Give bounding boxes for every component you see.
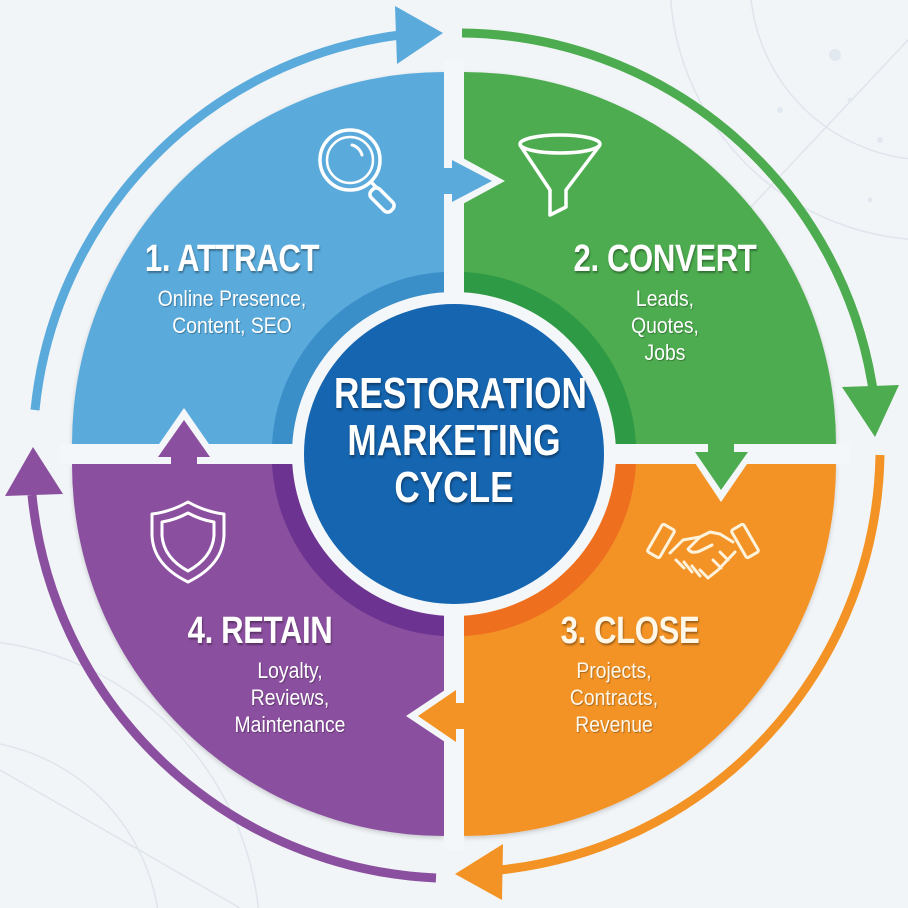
handshake-icon: [646, 522, 760, 580]
stage-title: 1. ATTRACT: [144, 238, 320, 280]
arrow-retain-to-attract: [148, 408, 220, 478]
stage-details: Loyalty, Reviews, Maintenance: [234, 658, 346, 737]
stage-details: Online Presence, Content, SEO: [157, 286, 307, 338]
stage-convert: 2. CONVERT Leads, Quotes, Jobs: [535, 238, 795, 366]
stage-title: 4. RETAIN: [187, 610, 333, 652]
stage-title: 3. CLOSE: [560, 610, 700, 652]
shield-icon: [150, 500, 226, 584]
stage-close: 3. CLOSE Projects, Contracts, Revenue: [510, 610, 750, 738]
stage-retain: 4. RETAIN Loyalty, Reviews, Maintenance: [140, 610, 380, 738]
center-title: RESTORATION MARKETING CYCLE: [334, 369, 587, 512]
center-circle: [304, 304, 604, 604]
arrow-convert-to-close: [685, 430, 758, 502]
outer-arrow-attract-to-convert: [30, 6, 443, 411]
stage-details: Projects, Contracts, Revenue: [569, 658, 659, 737]
outer-arrow-convert-to-close: [461, 28, 899, 437]
arrow-close-to-retain: [406, 680, 478, 752]
stage-title: 2. CONVERT: [573, 238, 757, 280]
funnel-icon: [518, 133, 602, 217]
outer-arrow-retain-to-attract: [5, 447, 437, 883]
stage-details: Leads, Quotes, Jobs: [631, 286, 699, 365]
arrow-attract-to-convert: [430, 150, 505, 212]
magnifying-glass-icon: [318, 128, 396, 214]
outer-arrow-close-to-retain: [455, 454, 885, 900]
stage-attract: 1. ATTRACT Online Presence, Content, SEO: [102, 238, 362, 339]
